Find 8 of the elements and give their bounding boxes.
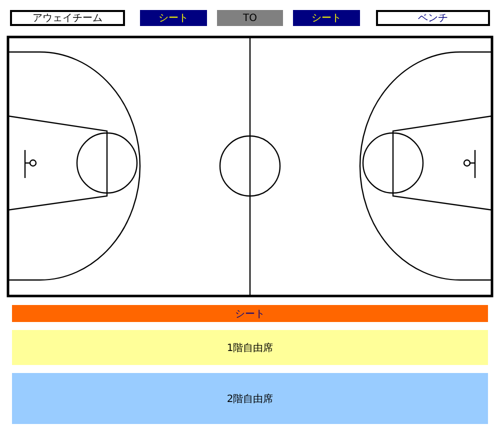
seat-box: シート bbox=[293, 10, 360, 26]
seat-area: 2階自由席 bbox=[12, 373, 488, 424]
seat-box: シート bbox=[140, 10, 207, 26]
away-team-box: アウェイチーム bbox=[10, 10, 125, 26]
seat-area: シート bbox=[12, 305, 488, 322]
seat-area: 1階自由席 bbox=[12, 330, 488, 365]
bench-box: ベンチ bbox=[376, 10, 490, 26]
table-officials-box: TO bbox=[217, 10, 283, 26]
